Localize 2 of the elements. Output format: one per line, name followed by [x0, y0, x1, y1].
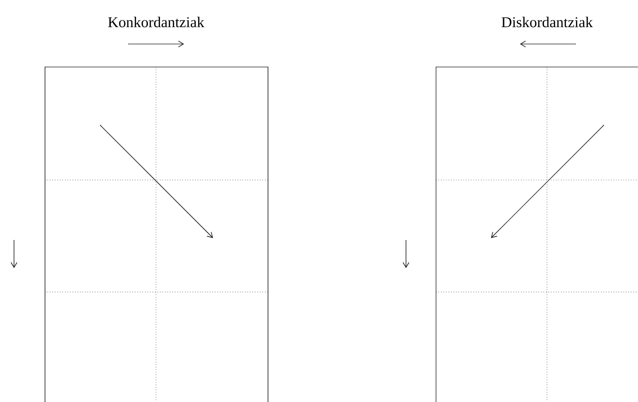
panel-title: Konkordantziak — [108, 16, 204, 28]
panel-title: Diskordantziak — [502, 16, 593, 28]
